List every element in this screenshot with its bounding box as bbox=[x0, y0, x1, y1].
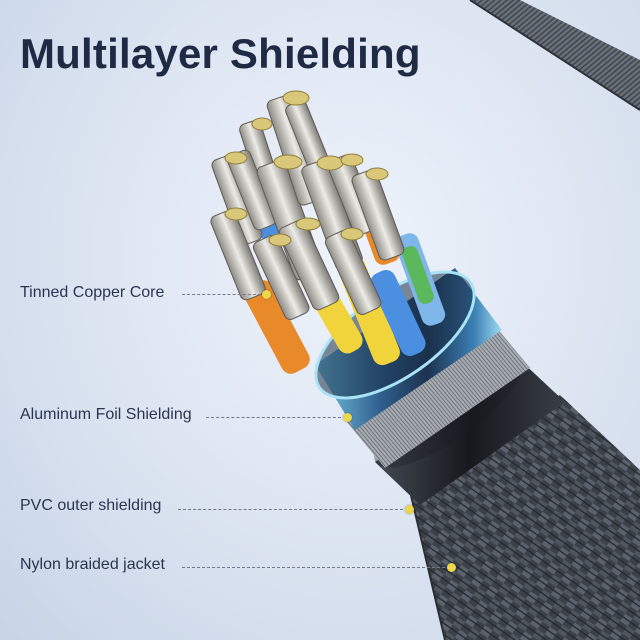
callout-label-nylon: Nylon braided jacket bbox=[20, 556, 165, 573]
callout-leader-pvc bbox=[178, 509, 408, 510]
callout-label-foil: Aluminum Foil Shielding bbox=[20, 406, 192, 423]
strand-tips bbox=[224, 90, 389, 247]
callout-dot-copper bbox=[262, 290, 271, 299]
callout-leader-copper bbox=[182, 294, 266, 295]
callout-dot-nylon bbox=[447, 563, 456, 572]
page-title: Multilayer Shielding bbox=[20, 30, 421, 77]
callout-dot-pvc bbox=[405, 505, 414, 514]
callout-label-copper: Tinned Copper Core bbox=[20, 284, 165, 301]
callout-label-pvc: PVC outer shielding bbox=[20, 497, 162, 514]
callout-leader-foil bbox=[206, 417, 346, 418]
callout-leader-nylon bbox=[182, 567, 450, 568]
background-cable bbox=[469, 0, 640, 111]
callout-dot-foil bbox=[343, 413, 352, 422]
metal-braid-layer bbox=[345, 320, 530, 468]
